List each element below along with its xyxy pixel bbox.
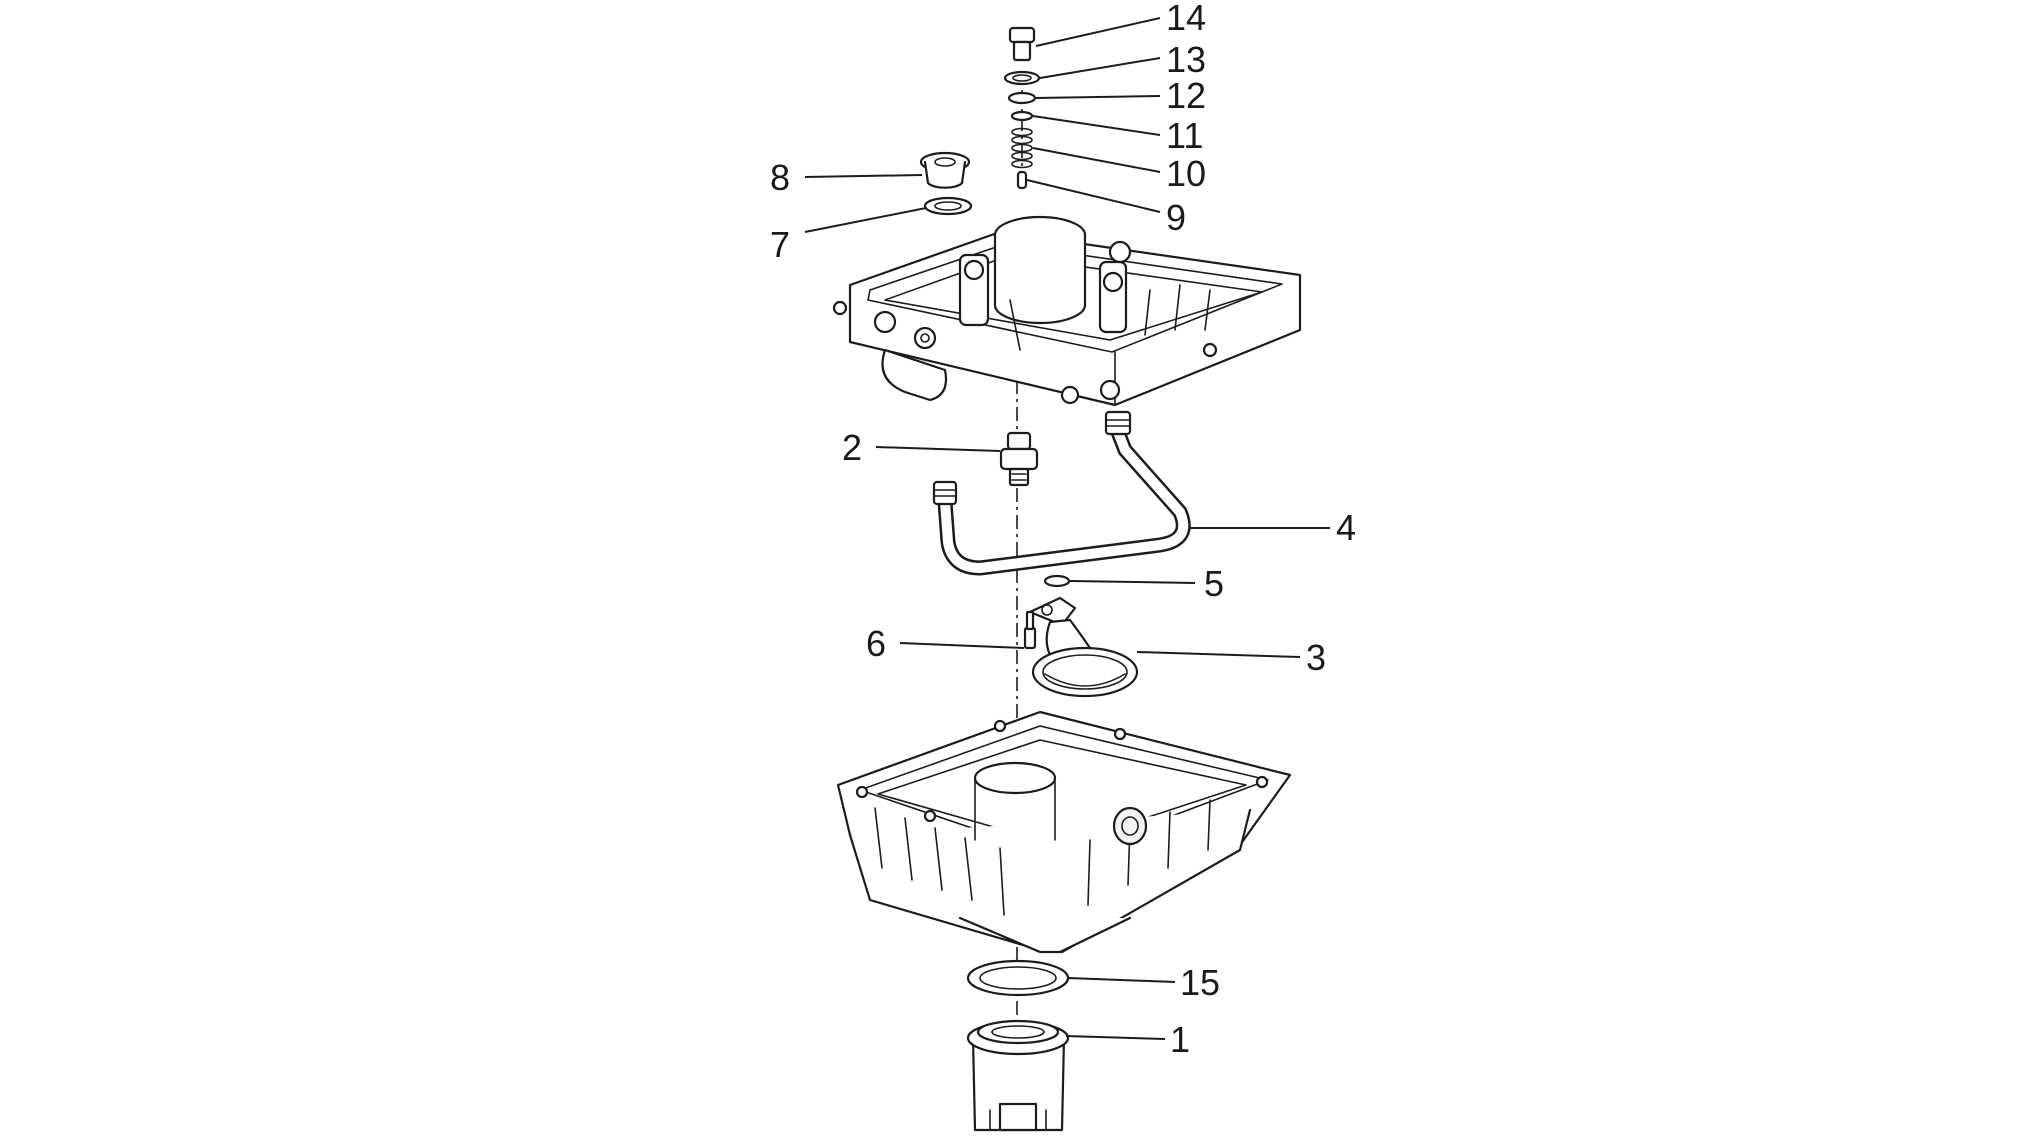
callout-8: 8 — [770, 157, 790, 198]
callout-4: 4 — [1336, 507, 1356, 548]
callout-1: 1 — [1170, 1019, 1190, 1060]
part-10-spring — [1011, 127, 1033, 169]
upper-housing — [832, 215, 1302, 407]
part-6-screw — [1023, 610, 1037, 650]
part-3-strainer — [1028, 596, 1139, 698]
callout-10: 10 — [1166, 153, 1206, 194]
callout-6: 6 — [866, 623, 886, 664]
callout-5: 5 — [1204, 563, 1224, 604]
part-12-ring — [1007, 91, 1037, 105]
part-9-valve — [1016, 170, 1028, 190]
part-1-filter — [966, 1019, 1070, 1132]
callout-3: 3 — [1306, 637, 1326, 678]
callout-14: 14 — [1166, 0, 1206, 38]
part-13-washer — [1003, 70, 1041, 86]
part-7-gasket — [923, 196, 973, 216]
callout-11: 11 — [1166, 115, 1203, 156]
part-4-pipe — [932, 410, 1191, 576]
callout-9: 9 — [1166, 197, 1186, 238]
callout-15: 15 — [1180, 962, 1220, 1003]
leader-lines — [804, 17, 1330, 1040]
part-8-cap — [919, 151, 971, 189]
part-11-ring — [1010, 110, 1034, 122]
callout-13: 13 — [1166, 39, 1206, 80]
part-5-o-ring — [1043, 574, 1071, 588]
callout-labels: 14 13 12 11 10 9 8 7 2 4 5 6 3 15 1 — [770, 0, 1356, 1060]
part-15-gasket — [966, 959, 1070, 997]
callout-2: 2 — [842, 427, 862, 468]
lower-oil-pan — [836, 710, 1292, 954]
callout-7: 7 — [770, 224, 790, 265]
part-14-plug — [1008, 26, 1036, 62]
callout-12: 12 — [1166, 75, 1206, 116]
part-2-union — [999, 431, 1039, 487]
